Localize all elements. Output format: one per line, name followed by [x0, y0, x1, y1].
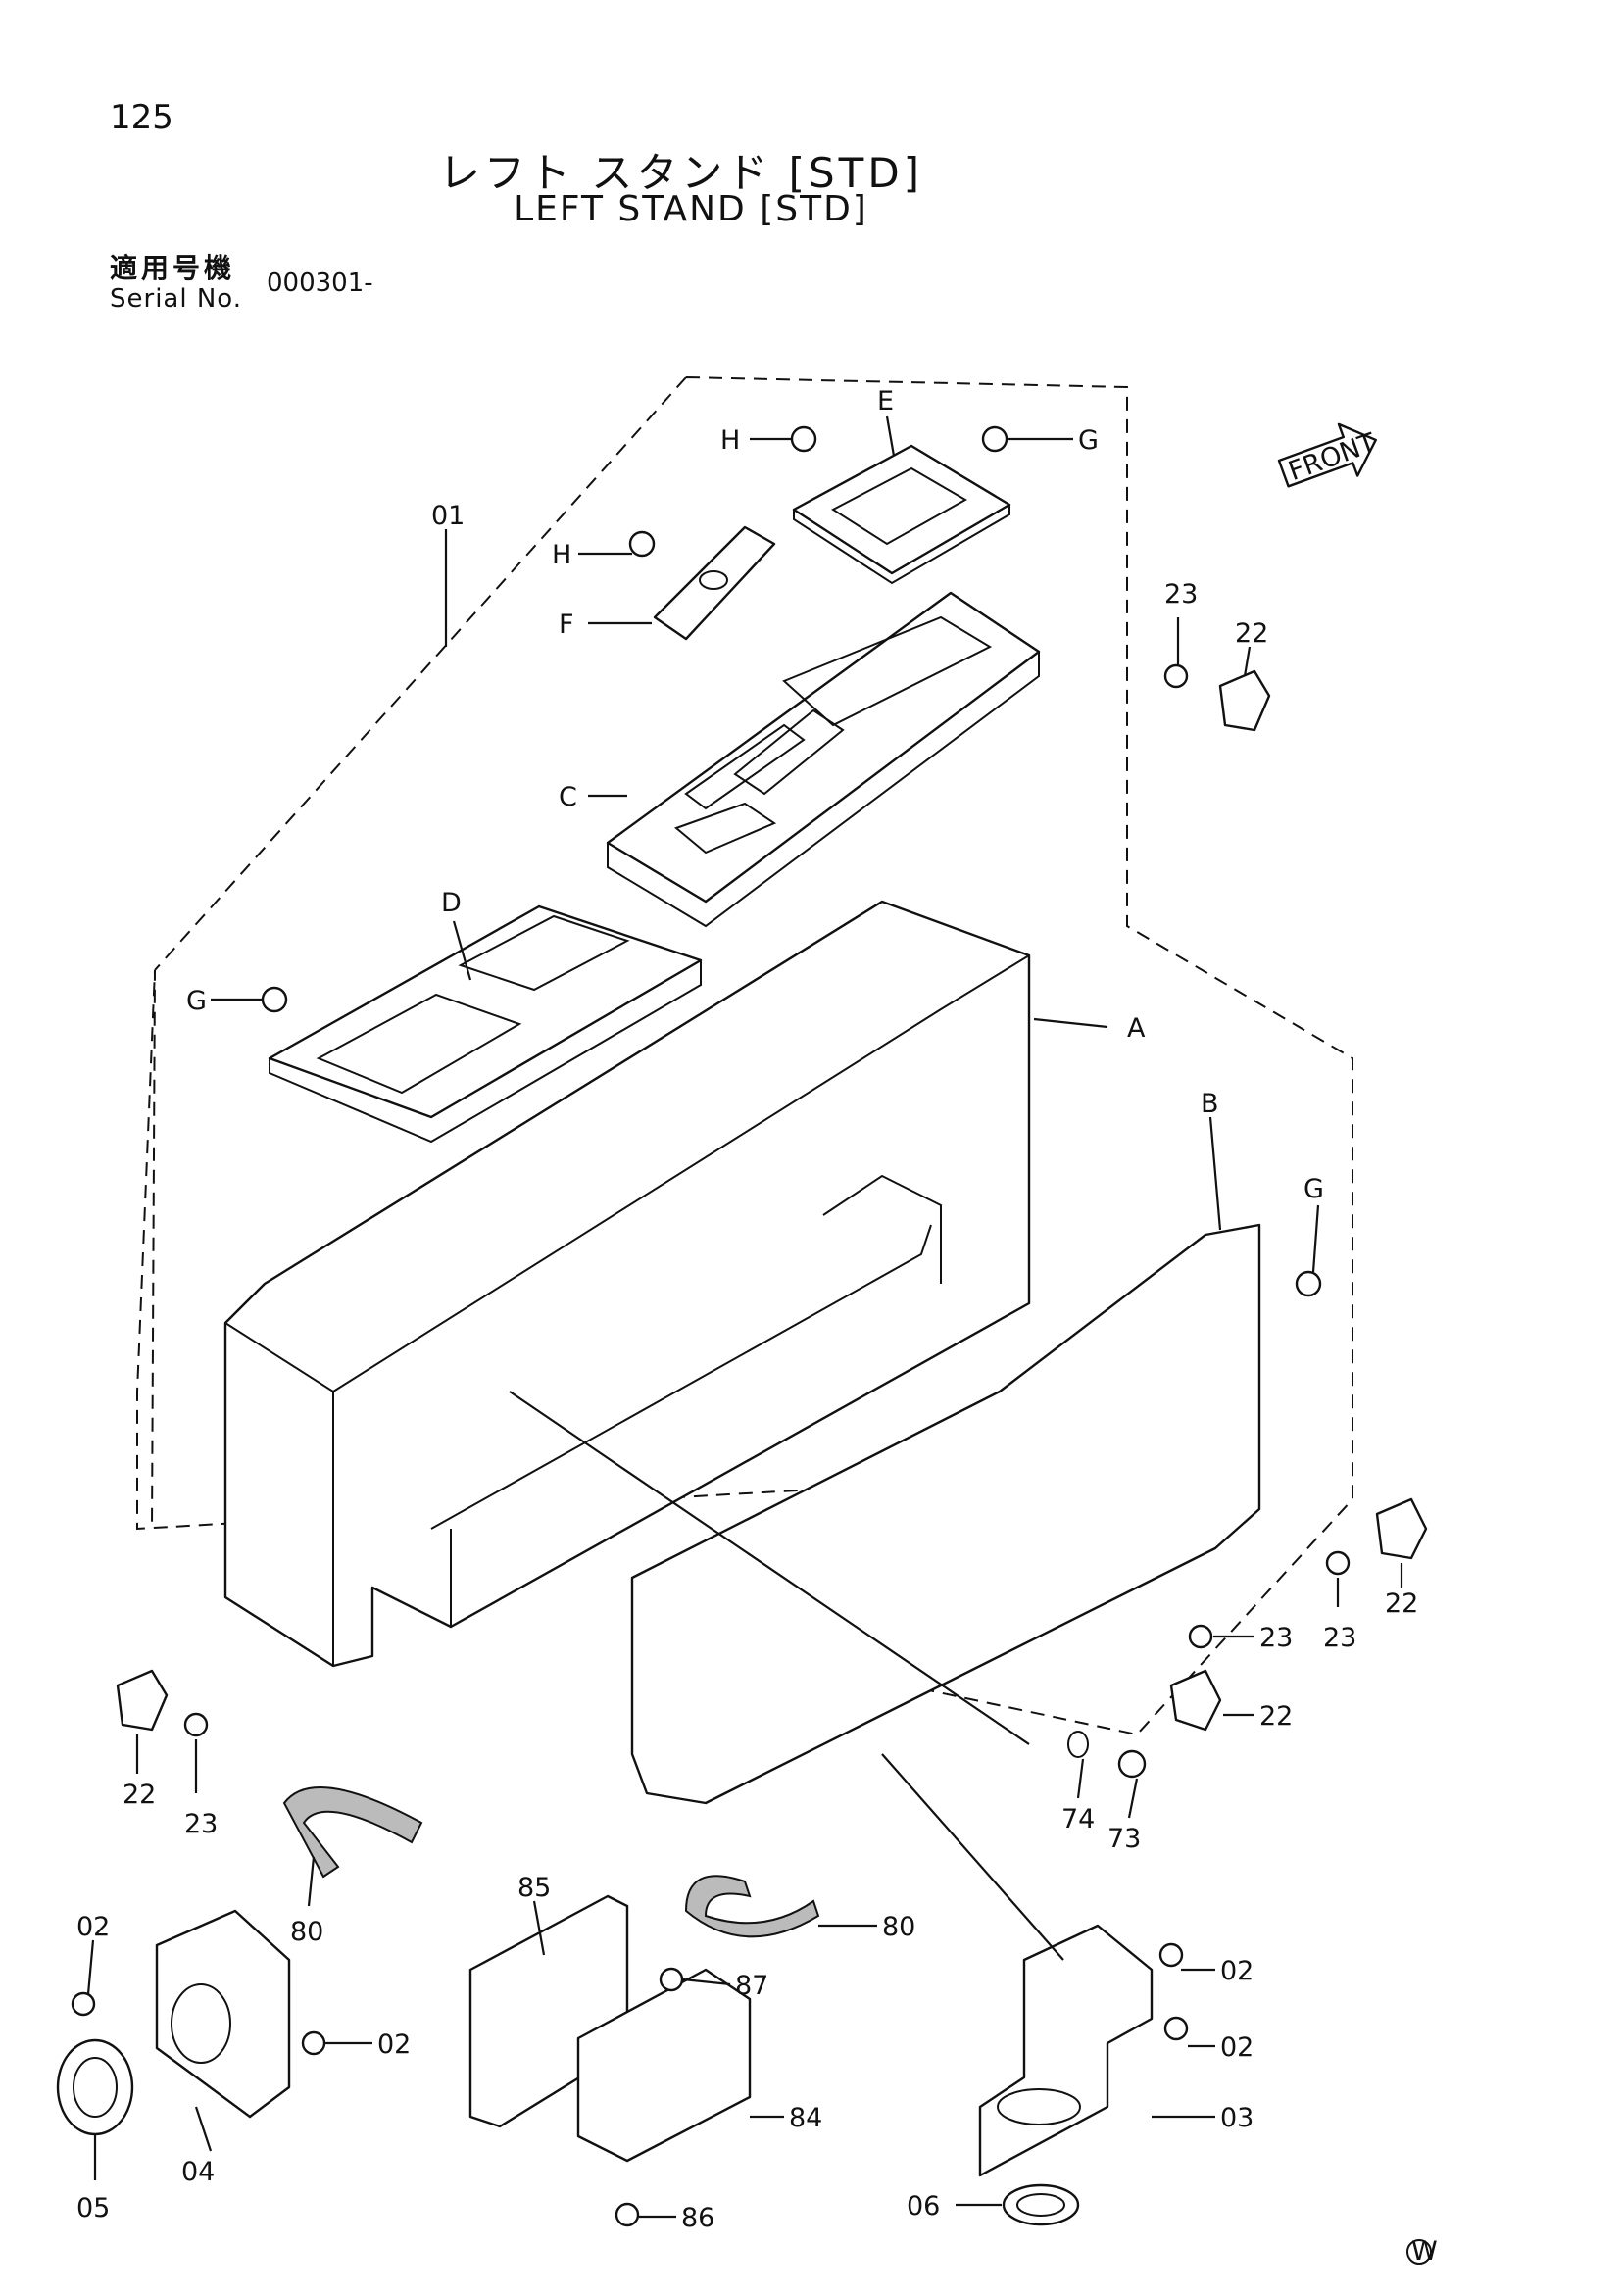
part-06-gasket — [1002, 2183, 1080, 2226]
clamp-22-d — [116, 1669, 169, 1732]
callout-03: 03 — [1220, 2103, 1254, 2133]
callout-02-right-lower: 02 — [1220, 2032, 1254, 2063]
part-04-mount-bracket — [155, 1909, 291, 2119]
part-84-85-bracket-box — [468, 1894, 752, 2163]
watermark-letter: W — [1411, 2236, 1438, 2267]
callout-74: 74 — [1061, 1804, 1095, 1834]
leader-lines — [86, 415, 1403, 2219]
callout-g-right: G — [1303, 1174, 1324, 1204]
part-d-console-panel — [268, 904, 703, 1144]
callout-02-center: 02 — [377, 2029, 411, 2060]
part-a-main-stand — [223, 900, 1031, 1668]
callout-g-left: G — [186, 986, 207, 1016]
part-80-seal-right — [684, 1875, 820, 1938]
callout-g-top: G — [1078, 425, 1099, 456]
serial-number-value: 000301- — [267, 269, 373, 298]
callout-23-right: 23 — [1323, 1623, 1356, 1653]
callout-80-left: 80 — [290, 1917, 323, 1947]
callout-h-left: H — [552, 540, 571, 570]
callout-22-top: 22 — [1235, 618, 1268, 649]
page-number: 125 — [110, 98, 173, 137]
part-b-side-panel — [630, 1223, 1261, 1805]
callout-labels: 01 A B C D E F G G G H H 22 23 22 23 22 … — [76, 386, 1418, 2233]
callout-04: 04 — [181, 2157, 215, 2187]
callout-02-left: 02 — [76, 1912, 110, 1942]
callout-23-left: 23 — [184, 1809, 218, 1839]
callout-c: C — [559, 782, 577, 812]
callout-h-top: H — [720, 425, 740, 456]
callout-b: B — [1201, 1089, 1219, 1119]
callout-22-right: 22 — [1385, 1588, 1418, 1619]
watermark-w-icon: W — [1406, 2236, 1438, 2267]
callout-e: E — [877, 386, 894, 416]
front-arrow-icon: FRONT — [1277, 422, 1381, 488]
callout-85: 85 — [517, 1873, 551, 1903]
part-05-grommet — [56, 2038, 134, 2136]
callout-73: 73 — [1107, 1824, 1141, 1854]
part-e-cover-plate — [792, 444, 1011, 585]
callout-86: 86 — [681, 2203, 714, 2233]
title-english: LEFT STAND [STD] — [514, 189, 868, 229]
front-label: FRONT — [1285, 427, 1381, 487]
clamp-22-a — [1218, 669, 1271, 732]
callout-06: 06 — [907, 2191, 940, 2222]
part-03-lower-bracket — [978, 1924, 1154, 2177]
assembly-boundary-01 — [136, 376, 1353, 1736]
title-japanese: レフト スタンド [STD] — [438, 149, 924, 197]
callout-f: F — [559, 610, 574, 640]
callout-02-right-upper: 02 — [1220, 1956, 1254, 1986]
callout-a: A — [1127, 1013, 1146, 1044]
clamp-22-c — [1169, 1669, 1222, 1732]
callout-87: 87 — [735, 1971, 768, 2001]
callout-01: 01 — [431, 501, 465, 531]
callout-80-right: 80 — [882, 1912, 915, 1942]
part-80-seal-left — [282, 1786, 423, 1879]
callout-23-top: 23 — [1164, 579, 1198, 610]
part-f-small-plate — [653, 525, 776, 641]
serial-label-japanese: 適用号機 — [110, 252, 236, 284]
bolt-icons — [71, 425, 1351, 2227]
callout-22-left: 22 — [123, 1780, 156, 1810]
serial-label-english: Serial No. — [110, 284, 242, 314]
clamp-22-b — [1375, 1497, 1428, 1560]
callout-23-middle: 23 — [1259, 1623, 1293, 1653]
callout-22-middle: 22 — [1259, 1701, 1293, 1732]
part-c-upper-console — [606, 591, 1041, 928]
callout-d: D — [441, 888, 462, 918]
callout-05: 05 — [76, 2193, 110, 2223]
callout-84: 84 — [789, 2103, 822, 2133]
